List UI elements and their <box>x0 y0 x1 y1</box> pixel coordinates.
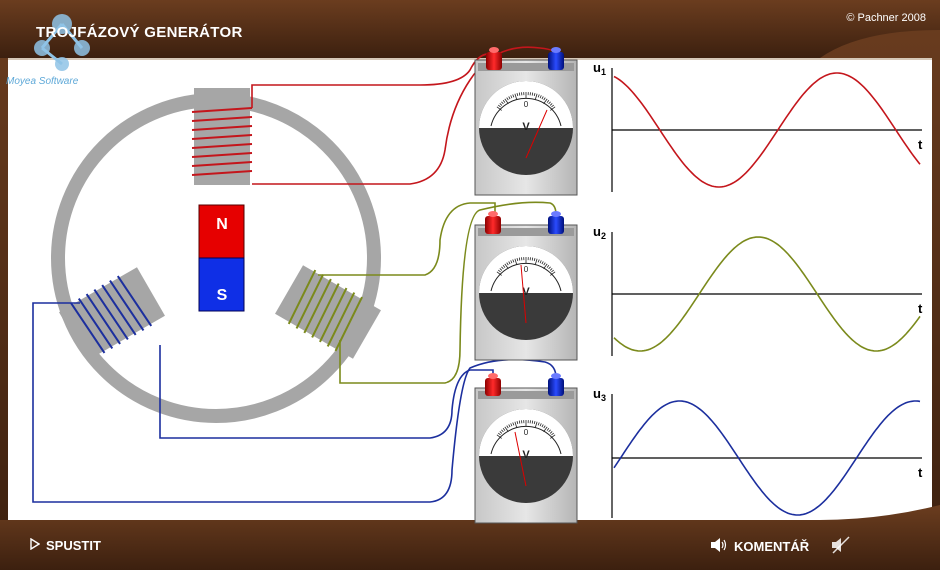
speaker-icon <box>710 538 728 555</box>
mute-button[interactable] <box>830 535 852 558</box>
graph-u3: u3 t <box>593 386 923 518</box>
wiring <box>32 46 558 503</box>
voltmeter-3-terminals <box>485 373 564 396</box>
comment-button[interactable]: KOMENTÁŘ <box>710 538 809 555</box>
magnet-south-label: S <box>217 287 228 304</box>
comment-button-label: KOMENTÁŘ <box>734 539 810 554</box>
mute-speaker-icon <box>830 535 852 558</box>
graph-u1: u1 t <box>593 60 923 192</box>
logo-text: Moyea Software <box>6 76 79 87</box>
meter-needle <box>525 109 548 159</box>
meter-scale-ticks <box>496 420 556 439</box>
graph-u2: u2 t <box>593 224 923 356</box>
moyea-logo-icon <box>34 14 90 71</box>
graph-u2-curve <box>613 236 921 352</box>
coil-phase-3 <box>59 267 165 361</box>
voltmeter-3: 0 V <box>474 387 578 524</box>
graph-u2-label: u2 <box>593 224 606 241</box>
wire-phase-2-b <box>339 201 557 384</box>
meter-unit-label: V <box>522 449 530 461</box>
graph-u1-curve <box>613 72 921 188</box>
meter-needle <box>520 264 527 324</box>
meter-scale-ticks <box>496 257 556 276</box>
voltmeter-1-terminals <box>486 47 564 70</box>
wire-phase-1-a <box>251 53 495 108</box>
meter-scale-zero: 0 <box>524 428 529 437</box>
wire-phase-1-b <box>252 46 558 185</box>
magnet-south <box>198 257 245 312</box>
meter-scale-zero: 0 <box>524 100 529 109</box>
wire-phase-3-a <box>159 345 494 439</box>
magnet-north-label: N <box>216 216 228 233</box>
copyright-text: © Pachner 2008 <box>846 12 926 24</box>
meter-scale-ticks <box>496 92 556 111</box>
start-button-label: SPUSTIT <box>46 538 101 553</box>
wire-phase-3-b <box>32 302 557 503</box>
voltmeter-1: 0 V <box>474 59 578 196</box>
graph-u3-label: u3 <box>593 386 606 403</box>
meter-scale-zero: 0 <box>524 265 529 274</box>
graph-u1-label: u1 <box>593 60 606 77</box>
graph-u2-t-label: t <box>918 301 923 316</box>
graph-u3-t-label: t <box>918 465 923 480</box>
meter-needle <box>514 431 527 487</box>
voltmeter-2-terminals <box>485 211 564 234</box>
coil-phase-2 <box>275 265 381 359</box>
meter-unit-label: V <box>522 286 530 298</box>
app-title: TROJFÁZOVÝ GENERÁTOR <box>36 24 243 41</box>
play-icon <box>30 537 41 553</box>
rotor-magnet: N S <box>198 204 245 312</box>
graph-u3-curve <box>613 400 921 516</box>
graph-u1-t-label: t <box>918 137 923 152</box>
magnet-north <box>198 204 245 259</box>
coil-phase-1 <box>191 88 253 185</box>
voltmeter-2: 0 V <box>474 224 578 361</box>
wire-phase-2-a <box>318 202 496 276</box>
meter-unit-label: V <box>522 121 530 133</box>
start-button[interactable]: SPUSTIT <box>30 537 101 553</box>
